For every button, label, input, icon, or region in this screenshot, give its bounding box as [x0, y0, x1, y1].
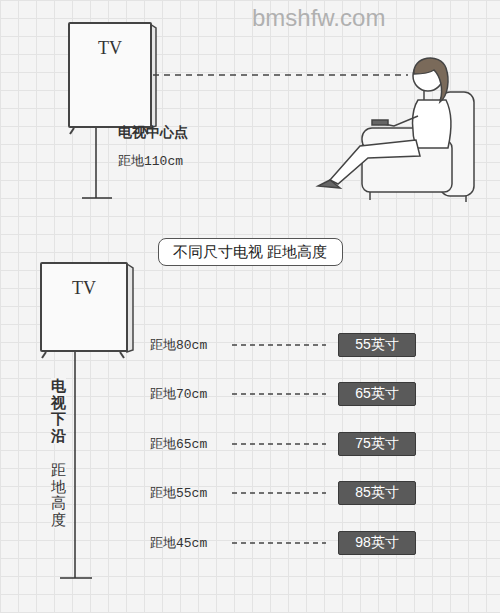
size-text: 65英寸 [355, 385, 399, 403]
height-line [74, 352, 76, 578]
height-value: 距地110cm [118, 152, 183, 170]
size-box: 85英寸 [338, 481, 416, 505]
tv-leg [70, 128, 74, 134]
row-lines [232, 345, 326, 543]
tv-leg [120, 352, 124, 358]
sofa-leg [369, 192, 371, 200]
sight-line [120, 74, 408, 76]
person-body [413, 100, 451, 148]
vertical-label: 电视下沿 [51, 378, 66, 444]
size-box: 55英寸 [338, 333, 416, 357]
person-foot [318, 180, 340, 188]
size-text: 85英寸 [355, 484, 399, 502]
tv-screen: TV [68, 22, 152, 128]
size-box: 65英寸 [338, 382, 416, 406]
floor-mark [82, 197, 112, 199]
size-text: 55英寸 [355, 336, 399, 354]
row-dash [232, 443, 326, 445]
floor-mark [60, 577, 92, 579]
size-box: 75英寸 [338, 432, 416, 456]
height-value: 距地45cm [150, 534, 207, 552]
height-value: 距地70cm [150, 385, 207, 403]
tv-label: TV [70, 38, 150, 59]
size-box: 98英寸 [338, 531, 416, 555]
remote [372, 120, 388, 125]
vertical-label: 距地高度 [51, 462, 66, 528]
person [318, 58, 451, 188]
height-value: 距地80cm [150, 336, 207, 354]
center-label: 电视中心点 [118, 124, 188, 142]
person-neck [423, 90, 425, 100]
row-dash [232, 542, 326, 544]
person-legs [330, 140, 420, 184]
size-text: 98英寸 [355, 534, 399, 552]
person-hair [414, 58, 448, 102]
row-dash [232, 344, 326, 346]
row-dash [232, 492, 326, 494]
title-text: 不同尺寸电视 距地高度 [173, 243, 327, 262]
size-text: 75英寸 [355, 435, 399, 453]
row-dash [232, 393, 326, 395]
watermark: bmshfw.com [252, 4, 385, 32]
tv-label: TV [42, 278, 126, 299]
title-box: 不同尺寸电视 距地高度 [158, 238, 343, 266]
tv-screen: TV [40, 262, 128, 352]
height-value: 距地55cm [150, 484, 207, 502]
tv-leg [42, 352, 46, 358]
height-value: 距地65cm [150, 435, 207, 453]
sofa-leg [465, 196, 467, 202]
person-arm [384, 116, 418, 126]
